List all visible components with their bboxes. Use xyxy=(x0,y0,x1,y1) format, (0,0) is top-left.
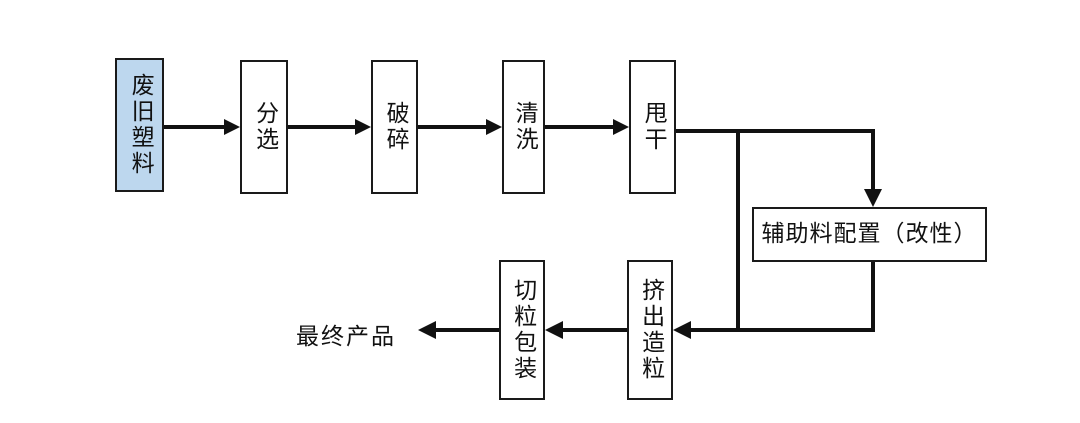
edge-waste-plastic-to-sorting xyxy=(164,119,240,135)
node-extrusion[interactable]: 挤出造粒 xyxy=(627,260,673,400)
edge-washing-to-spin-drying xyxy=(545,119,629,135)
node-crushing-label: 破碎 xyxy=(382,101,409,153)
edge-crushing-to-washing xyxy=(418,119,502,135)
edge-spin-drying-to-additives xyxy=(676,129,882,207)
node-pelletizing-label: 切粒包装 xyxy=(509,278,536,382)
node-extrusion-label: 挤出造粒 xyxy=(637,278,664,382)
node-washing-label: 清洗 xyxy=(511,101,538,153)
node-pelletizing[interactable]: 切粒包装 xyxy=(499,260,545,400)
edge-extrusion-to-pelletizing xyxy=(545,321,627,339)
node-waste-plastic-label: 废旧塑料 xyxy=(127,73,154,177)
node-additives-label: 辅助料配置（改性） xyxy=(761,220,978,247)
edge-spin-drying-to-extrusion xyxy=(673,131,740,339)
node-sorting-label: 分选 xyxy=(251,101,278,153)
node-crushing[interactable]: 破碎 xyxy=(371,60,418,194)
node-spin-drying[interactable]: 甩干 xyxy=(629,60,676,194)
node-additives[interactable]: 辅助料配置（改性） xyxy=(752,207,987,262)
node-washing[interactable]: 清洗 xyxy=(502,60,545,194)
node-waste-plastic[interactable]: 废旧塑料 xyxy=(115,58,164,192)
node-sorting[interactable]: 分选 xyxy=(240,60,288,194)
edge-additives-to-extrusion xyxy=(738,262,875,332)
node-spin-drying-label: 甩干 xyxy=(640,101,667,153)
label-final-product: 最终产品 xyxy=(296,324,396,350)
edge-pelletizing-to-final-product xyxy=(418,321,499,339)
edge-sorting-to-crushing xyxy=(288,119,371,135)
